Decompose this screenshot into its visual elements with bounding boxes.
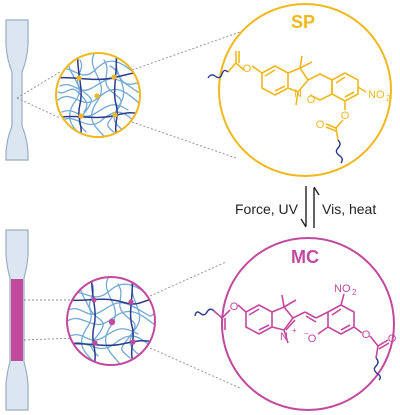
mc-molecule-circle: MC <box>194 237 397 411</box>
network-circle-bottom <box>66 276 156 366</box>
network-circle-top <box>55 52 141 138</box>
svg-text:2: 2 <box>352 288 357 297</box>
mc-atom-labels: O O O N + O − NO 2 <box>230 283 397 345</box>
svg-text:N: N <box>294 88 302 100</box>
svg-text:+: + <box>292 326 297 335</box>
svg-text:O: O <box>388 333 397 345</box>
svg-text:−: − <box>304 329 309 338</box>
mc-crosslink-dots-bottom <box>91 297 136 346</box>
sp-structure <box>207 51 367 164</box>
svg-text:O: O <box>243 63 252 75</box>
sp-molecule-circle: SP <box>207 3 392 177</box>
svg-text:O: O <box>308 333 317 345</box>
svg-text:O: O <box>362 329 371 341</box>
svg-text:O: O <box>307 94 316 106</box>
forward-condition-label: Force, UV <box>235 201 299 217</box>
svg-text:O: O <box>230 301 239 313</box>
zoom-lines-top <box>16 31 241 159</box>
specimen-bottom <box>5 229 29 411</box>
sp-label: SP <box>291 12 315 32</box>
svg-text:O: O <box>341 110 350 122</box>
svg-text:O: O <box>316 119 325 131</box>
svg-text:NO: NO <box>368 89 385 101</box>
zoom-lines-bottom <box>23 261 241 389</box>
equilibrium-arrows <box>300 186 320 228</box>
svg-text:2: 2 <box>386 94 391 103</box>
mc-label: MC <box>291 247 319 267</box>
svg-text:N: N <box>280 331 288 343</box>
backward-condition-label: Vis, heat <box>322 201 376 217</box>
stretched-gauge-region <box>11 279 23 361</box>
svg-text:NO: NO <box>334 283 351 295</box>
sp-crosslink-dots-top <box>76 74 118 119</box>
sp-atom-labels: O O O N O NO 2 <box>243 63 391 131</box>
mc-structure <box>194 293 390 381</box>
specimen-top <box>5 19 29 161</box>
